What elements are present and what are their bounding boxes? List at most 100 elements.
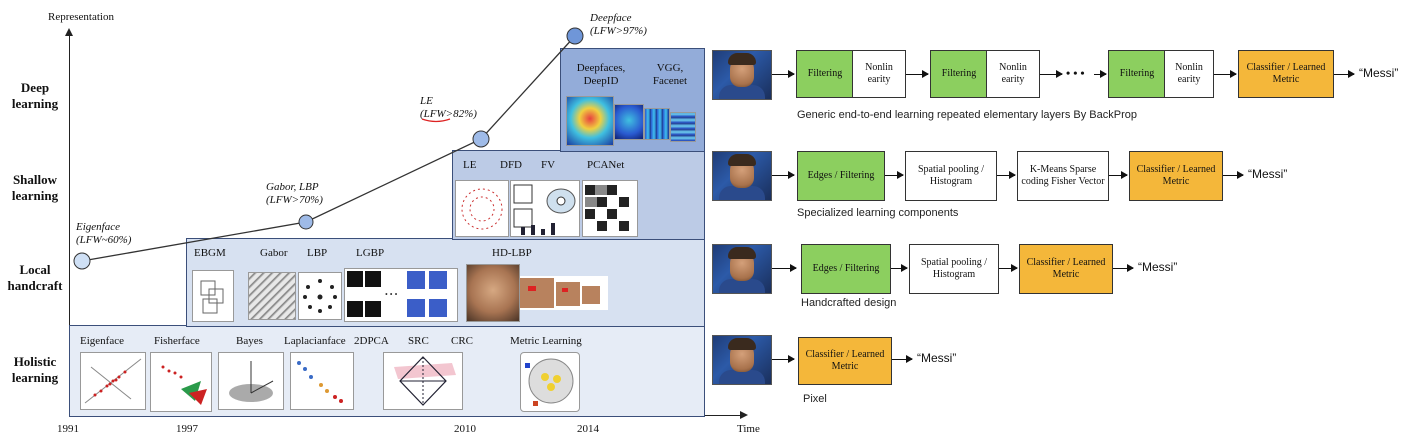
edges-filtering-box: Edges / Filtering bbox=[797, 151, 885, 201]
arrow-icon bbox=[906, 70, 929, 78]
method-label: Gabor bbox=[260, 247, 288, 259]
milestone-value: (LFW~60%) bbox=[76, 234, 132, 246]
ebgm-thumbnail bbox=[192, 270, 234, 322]
bayes-thumbnail bbox=[218, 352, 284, 410]
dfd-fv-thumbnail bbox=[510, 180, 580, 237]
fisherface-thumbnail bbox=[150, 352, 212, 412]
year-label: 1997 bbox=[176, 423, 198, 435]
vgg-feature-map-thumbnail bbox=[644, 108, 670, 140]
pcanet-thumbnail bbox=[582, 180, 638, 237]
milestone-name: Gabor, LBP bbox=[266, 181, 319, 193]
milestone-le: LE (LFW>82%) bbox=[420, 95, 477, 121]
arrow-icon bbox=[885, 171, 904, 179]
arrow-icon bbox=[1334, 70, 1355, 78]
messi-photo bbox=[712, 50, 772, 100]
method-label: FV bbox=[541, 159, 556, 171]
arrow-icon bbox=[891, 264, 908, 272]
x-axis-arrow-icon bbox=[740, 411, 748, 419]
lbp-thumbnail bbox=[298, 272, 342, 320]
arrow-icon bbox=[1094, 70, 1107, 78]
method-label-text: Deepfaces, DeepID bbox=[576, 62, 626, 87]
method-label: CRC bbox=[451, 335, 474, 347]
filtering-box: Filtering bbox=[1108, 50, 1166, 98]
milestone-eigenface: Eigenface (LFW~60%) bbox=[76, 221, 131, 247]
metric-learning-thumbnail bbox=[520, 352, 580, 412]
arrow-icon bbox=[1223, 171, 1244, 179]
milestone-value: (LFW>70%) bbox=[266, 194, 323, 206]
category-label: Shallow learning bbox=[11, 172, 59, 203]
year-label: 2014 bbox=[577, 423, 599, 435]
gabor-thumbnail bbox=[248, 272, 296, 320]
edges-filtering-box: Edges / Filtering bbox=[801, 244, 891, 294]
arrow-icon bbox=[1109, 171, 1128, 179]
method-label: Eigenface bbox=[80, 335, 124, 347]
messi-photo bbox=[712, 244, 772, 294]
method-label-text: VGG, Facenet bbox=[652, 62, 688, 87]
category-label: Deep learning bbox=[11, 80, 59, 111]
milestone-value: (LFW>82%) bbox=[420, 108, 477, 120]
ellipsis: • • • bbox=[1066, 66, 1085, 80]
method-label: VGG, Facenet bbox=[646, 62, 694, 88]
method-label: HD-LBP bbox=[492, 247, 532, 259]
output-label: “Messi” bbox=[1359, 66, 1399, 80]
milestone-deepface: Deepface (LFW>97%) bbox=[590, 12, 647, 38]
eigenface-scatter-thumbnail bbox=[80, 352, 146, 410]
nonlinearity-box: Nonlin earity bbox=[852, 50, 906, 98]
pipeline-caption: Generic end-to-end learning repeated ele… bbox=[797, 109, 1137, 121]
nonlinearity-box: Nonlin earity bbox=[986, 50, 1040, 98]
pipeline-caption: Specialized learning components bbox=[797, 207, 959, 219]
classifier-box: Classifier / Learned Metric bbox=[1129, 151, 1223, 201]
svg-text:• • •: • • • bbox=[385, 290, 398, 299]
src-octahedron-thumbnail bbox=[383, 352, 463, 410]
milestone-marker bbox=[566, 27, 584, 45]
hd-lbp-face-thumbnail bbox=[466, 264, 520, 322]
method-label: Laplacianface bbox=[284, 335, 346, 347]
milestone-name: Eigenface bbox=[76, 221, 120, 233]
arrow-icon bbox=[772, 355, 795, 363]
spatial-pooling-box: Spatial pooling / Histogram bbox=[905, 151, 997, 201]
filtering-box: Filtering bbox=[930, 50, 988, 98]
arrow-icon bbox=[1040, 70, 1063, 78]
method-label: Fisherface bbox=[154, 335, 200, 347]
facenet-feature-map-thumbnail bbox=[670, 112, 696, 142]
method-label: LGBP bbox=[356, 247, 385, 259]
method-label: Metric Learning bbox=[510, 335, 582, 347]
category-label: Holistic learning bbox=[11, 354, 59, 385]
method-label: Bayes bbox=[236, 335, 263, 347]
arrow-icon bbox=[1214, 70, 1237, 78]
filtering-box: Filtering bbox=[796, 50, 854, 98]
messi-photo bbox=[712, 151, 772, 201]
deepid-face-heatmap-thumbnail bbox=[566, 96, 614, 146]
milestone-marker bbox=[472, 130, 490, 148]
y-axis-arrow-icon bbox=[65, 28, 73, 36]
deepid-face-heatmap-small-thumbnail bbox=[614, 104, 644, 140]
lgbp-thumbnail: • • • bbox=[344, 268, 458, 322]
category-label: Local handcraft bbox=[7, 262, 63, 293]
arrow-icon bbox=[892, 355, 913, 363]
arrow-icon bbox=[999, 264, 1018, 272]
x-axis-label: Time bbox=[737, 423, 760, 435]
laplacianface-thumbnail bbox=[290, 352, 354, 410]
arrow-icon bbox=[997, 171, 1016, 179]
milestone-marker bbox=[73, 252, 91, 270]
arrow-icon bbox=[772, 264, 797, 272]
method-label: DFD bbox=[500, 159, 523, 171]
output-label: “Messi” bbox=[1248, 167, 1288, 181]
method-label: EBGM bbox=[194, 247, 226, 259]
year-label: 2010 bbox=[454, 423, 476, 435]
method-label: PCANet bbox=[587, 159, 625, 171]
spatial-pooling-box: Spatial pooling / Histogram bbox=[909, 244, 999, 294]
classifier-box: Classifier / Learned Metric bbox=[1019, 244, 1113, 294]
arrow-icon bbox=[772, 171, 795, 179]
pipeline-caption: Pixel bbox=[803, 393, 827, 405]
progress-trajectory bbox=[73, 27, 584, 270]
le-thumbnail bbox=[455, 180, 509, 237]
milestone-name: LE bbox=[420, 95, 433, 107]
classifier-box: Classifier / Learned Metric bbox=[1238, 50, 1334, 98]
y-axis-label: Representation bbox=[48, 11, 114, 23]
method-label: 2DPCA bbox=[354, 335, 389, 347]
y-axis bbox=[69, 34, 70, 416]
method-label: LE bbox=[463, 159, 477, 171]
hd-lbp-scaled-faces-thumbnail bbox=[520, 276, 608, 310]
milestone-marker bbox=[298, 214, 314, 230]
